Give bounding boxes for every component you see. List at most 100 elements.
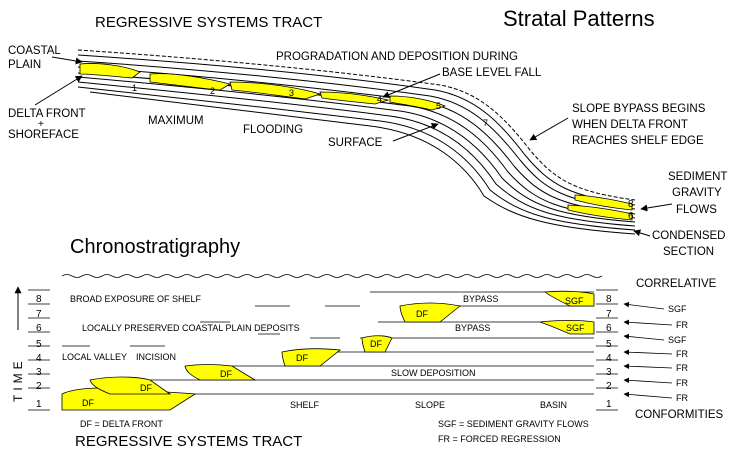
label-bypass-2: WHEN DELTA FRONT [572,119,688,131]
row-num-right-3: 3 [606,367,612,378]
legend-df: DF = DELTA FRONT [80,419,163,429]
label-sgf-3: FLOWS [676,204,717,216]
unit-2: 2 [210,86,215,96]
row-num-right-5: 5 [606,339,612,350]
row-8-label: BROAD EXPOSURE OF SHELF [70,294,202,304]
lens-5 [389,95,447,111]
legend-fr: FR = FORCED REGRESSION [438,434,561,444]
unit-8: 8 [628,199,634,210]
x-label-basin: BASIN [540,400,567,410]
df-label-5: DF [370,339,382,349]
sgf-wedge-8 [543,290,595,307]
label-sgf-2: GRAVITY [672,187,722,199]
right-fr-2: FR [676,378,688,388]
df-wedge-5 [361,335,393,353]
label-bypass-1: SLOPE BYPASS BEGINS [572,103,706,115]
time-label: TIME [11,357,25,402]
df-label-1: DF [82,398,94,408]
sand-lenses [79,63,633,221]
bottom-title: REGRESSIVE SYSTEMS TRACT [75,433,302,450]
df-wedge-4 [281,348,342,367]
correlative-top-line [61,274,603,278]
df-wedges [61,290,595,411]
arrow-delta [34,75,83,106]
unit-6: 6 [628,211,634,222]
row-num-left-2: 2 [36,381,42,392]
legend-sgf: SGF = SEDIMENT GRAVITY FLOWS [438,419,589,429]
right-fr-3: FR [676,363,688,373]
df-label-3: DF [220,369,232,379]
row-num-right-1: 1 [606,399,612,410]
arrow-prog [382,73,441,98]
unit-7: 7 [483,118,488,128]
row-4-label-a: LOCAL VALLEY [62,352,127,362]
arrow-bypass [529,117,569,141]
unit-5: 5 [436,101,441,111]
label-sgf-1: SEDIMENT [668,171,727,183]
row-num-left-6: 6 [36,323,42,334]
label-flooding: FLOODING [243,124,303,136]
right-fr-1: FR [676,393,688,403]
label-condensed-2: SECTION [663,246,714,258]
label-prog-2: BASE LEVEL FALL [442,67,542,79]
label-bypass-3: REACHES SHELF EDGE [572,135,704,147]
row-num-left-5: 5 [36,339,42,350]
label-surface: SURFACE [328,137,383,149]
right-sgf-1: SGF [668,335,687,345]
label-condensed-1: CONDENSED [652,230,725,242]
bypass-8: BYPASS [463,294,498,304]
row-num-right-4: 4 [606,353,612,364]
unit-3: 3 [289,88,294,98]
row-frames [28,289,618,411]
top-title-right: Stratal Patterns [503,6,655,31]
sgf-label-6: SGF [566,323,585,333]
lens-4 [319,91,390,105]
label-coastal-1: COASTAL [8,45,61,57]
correlative-label: CORRELATIVE [636,278,717,290]
right-sgf-2: SGF [668,304,687,314]
df-label-4: DF [296,353,308,363]
chrono-title: Chronostratigraphy [70,236,240,258]
df-wedge-2 [89,376,172,395]
unit-1: 1 [132,83,137,93]
row-num-right-2: 2 [606,381,612,392]
svg-text:TIME: TIME [11,357,25,402]
lens-1 [79,63,141,79]
label-delta-plus: + [38,119,44,130]
sgf-label-8: SGF [565,296,584,306]
row-num-right-7: 7 [606,309,612,320]
label-delta-2: SHOREFACE [8,129,79,141]
label-coastal-2: PLAIN [8,59,41,71]
row-num-right-6: 6 [606,323,612,334]
row-num-left-3: 3 [36,367,42,378]
right-arrows [623,301,673,399]
sgf-wedge-6 [539,320,595,335]
row-num-right-8: 8 [606,294,612,305]
row-6-label: LOCALLY PRESERVED COASTAL PLAIN DEPOSITS [82,323,300,333]
arrow-surface [392,122,439,142]
right-fr-4: FR [676,349,688,359]
df-wedge-7 [399,302,461,323]
x-label-shelf: SHELF [290,400,320,410]
lens-8 [574,194,633,211]
label-prog-1: PROGRADATION AND DEPOSITION DURING [276,51,518,63]
conformities-label: CONFORMITIES [635,409,723,421]
arrow-coastal [51,56,83,65]
df-label-2: DF [140,383,152,393]
right-fr-5: FR [676,320,688,330]
arrow-condensed [633,229,651,237]
row-num-left-4: 4 [36,353,42,364]
row-4-label-b: INCISION [136,352,176,362]
lens-2 [149,73,232,91]
row-num-left-1: 1 [36,399,42,410]
df-wedge-3 [184,364,257,381]
label-maximum: MAXIMUM [148,115,204,127]
lens-6 [567,204,633,221]
df-label-7: DF [416,309,428,319]
top-title-left: REGRESSIVE SYSTEMS TRACT [95,14,322,31]
unit-4: 4 [377,94,382,104]
x-label-slope: SLOPE [415,400,445,410]
slow-deposition: SLOW DEPOSITION [391,368,476,378]
label-delta-1: DELTA FRONT [8,108,86,120]
